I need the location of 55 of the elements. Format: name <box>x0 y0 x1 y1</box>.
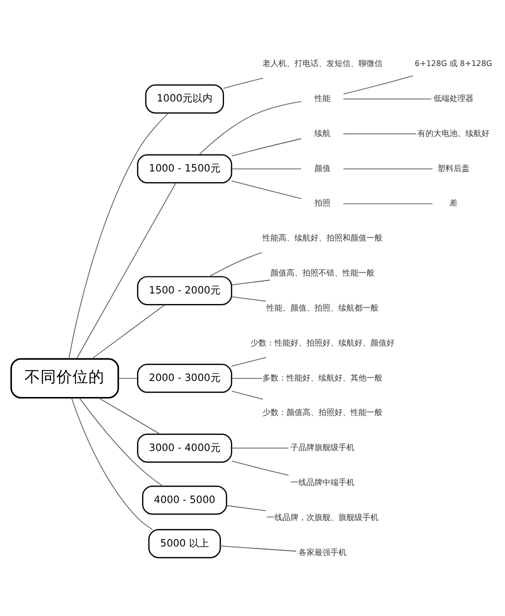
node-text: 少数：颜值高、拍照好、性能一般 <box>262 408 382 417</box>
node-text: 各家最强手机 <box>298 547 346 556</box>
node-text: 老人机、打电话、发短信、聊微信 <box>262 58 382 68</box>
connector <box>231 168 302 169</box>
connector <box>79 397 163 486</box>
connector <box>223 77 264 88</box>
node-box: 不同价位的 <box>10 358 120 398</box>
node-box: 4000 - 5000 <box>142 485 228 514</box>
node-text: 有的大电池、续航好 <box>417 128 490 138</box>
connector <box>226 504 266 511</box>
node-text: 性能 <box>314 93 330 102</box>
connector <box>68 112 169 359</box>
node-box: 1500 - 2000元 <box>137 276 232 305</box>
connector <box>220 545 297 552</box>
node-box: 1000 - 1500元 <box>137 154 232 183</box>
node-text: 少数：性能好、拍照好、续航好、颜值好 <box>250 338 394 347</box>
connector <box>198 100 302 155</box>
connector <box>76 182 176 359</box>
connector <box>231 356 266 366</box>
connector <box>342 133 417 134</box>
connector <box>342 202 433 204</box>
node-text: 性能高、续航好、拍照和颜值一般 <box>262 233 382 242</box>
connector <box>91 304 165 359</box>
connector <box>232 390 264 400</box>
connector <box>231 279 270 285</box>
connector <box>342 98 432 99</box>
node-text: 颜值 <box>314 163 330 172</box>
connector <box>231 296 266 302</box>
connector <box>342 168 433 169</box>
node-text: 多数：性能好、续航好、其他一般 <box>262 372 382 382</box>
node-text: 低端处理器 <box>433 93 474 102</box>
node-text: 一线品牌，次旗舰、旗舰级手机 <box>266 512 378 522</box>
node-text: 续航 <box>314 128 330 138</box>
node-box: 5000 以上 <box>148 528 221 558</box>
connector <box>118 377 138 378</box>
node-text: 子品牌旗舰级手机 <box>290 442 354 452</box>
connector <box>232 138 302 156</box>
node-text: 一线品牌中端手机 <box>290 478 354 487</box>
connector <box>232 460 289 476</box>
connector <box>71 397 153 530</box>
node-text: 颜值高、拍照不错、性能一般 <box>270 268 374 278</box>
connector <box>231 447 289 448</box>
node-box: 1000元以内 <box>145 84 224 114</box>
node-text: 6+128G 或 8+128G <box>414 58 492 68</box>
connector <box>208 252 262 277</box>
node-text: 差 <box>449 198 458 208</box>
node-text: 塑料后盖 <box>437 163 470 172</box>
connector <box>98 396 160 434</box>
connector <box>231 180 302 199</box>
connector <box>231 377 262 378</box>
connector <box>343 74 414 94</box>
node-box: 3000 - 4000元 <box>137 433 232 462</box>
node-text: 拍照 <box>314 198 330 208</box>
node-text: 性能、颜值、拍照、续航都一般 <box>266 302 378 312</box>
node-box: 2000 - 3000元 <box>137 363 232 392</box>
